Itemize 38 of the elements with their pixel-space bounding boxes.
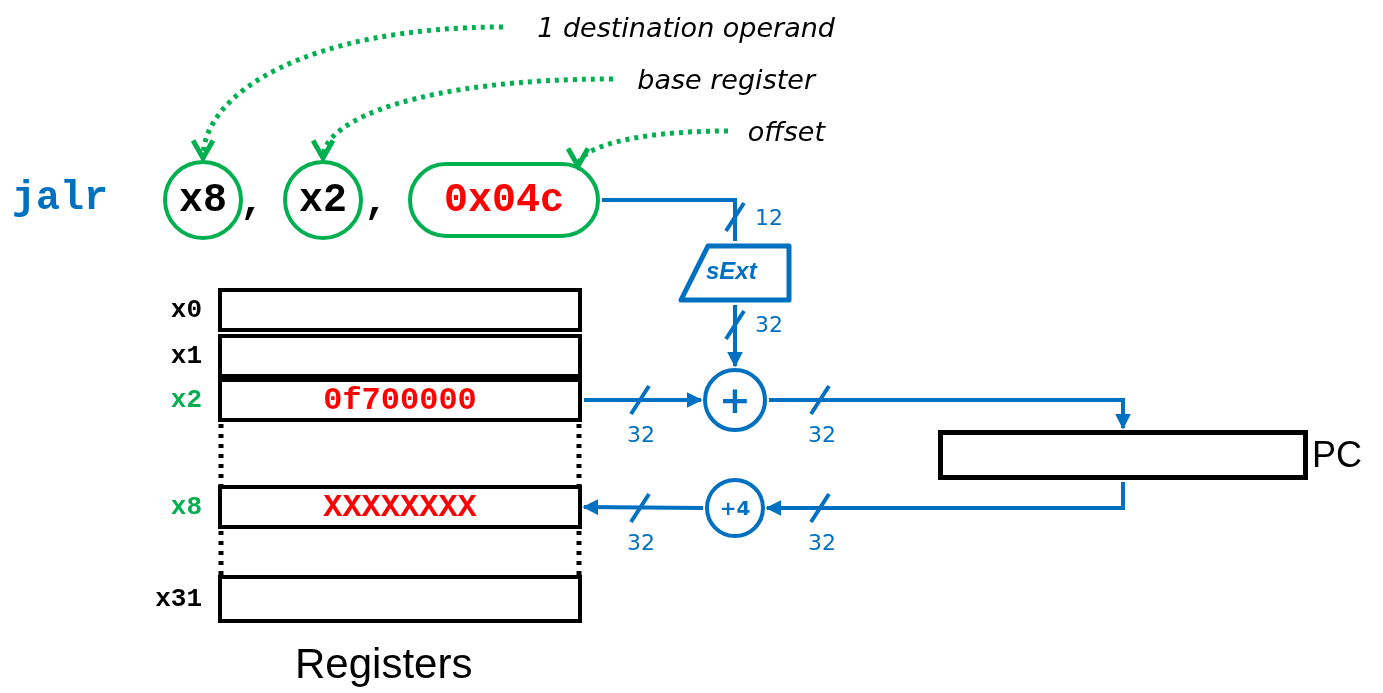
- arrow: [769, 398, 1131, 430]
- operand-circle: x8: [163, 160, 243, 240]
- annotation-text: base register: [615, 60, 815, 98]
- register-name: x2: [169, 384, 202, 417]
- register-name: x31: [154, 583, 202, 616]
- bus-width-label: 32: [808, 422, 836, 447]
- register-name: x1: [169, 340, 202, 373]
- register-file-title: Registers: [295, 639, 473, 689]
- register-title: PC: [1312, 433, 1362, 477]
- arrow: [727, 305, 743, 368]
- sign-extend-block: [678, 243, 792, 303]
- bus-width-label: 32: [808, 530, 836, 555]
- register-name: x8: [169, 491, 202, 524]
- operand-circle: x2: [283, 160, 363, 240]
- register-row: 0f700000: [218, 378, 582, 422]
- operand-separator: ,: [240, 180, 264, 225]
- arrow: [584, 392, 703, 408]
- bus-width-label: 32: [627, 422, 655, 447]
- adder-circle: +: [703, 368, 767, 432]
- register-row: [218, 288, 582, 332]
- annotation-text: 1 destination operand: [505, 8, 835, 46]
- register-name: x0: [169, 294, 202, 327]
- increment-circle: +4: [705, 478, 765, 538]
- block-label: sExt: [706, 257, 757, 285]
- bus-width-label: 12: [755, 205, 783, 230]
- instruction-mnemonic: jalr: [12, 176, 108, 221]
- arrow: [765, 482, 1125, 516]
- register-row: XXXXXXXX: [218, 485, 582, 529]
- operand-pill: 0x04c: [408, 162, 600, 238]
- leader-line: [192, 24, 504, 161]
- bus-width-label: 32: [755, 312, 783, 337]
- arrow: [582, 499, 703, 516]
- register-row: [218, 575, 582, 623]
- leader-line: [314, 76, 614, 161]
- register-row: [218, 334, 582, 378]
- operand-separator: ,: [364, 180, 388, 225]
- annotation-text: offset: [730, 112, 825, 150]
- bus-width-label: 32: [627, 530, 655, 555]
